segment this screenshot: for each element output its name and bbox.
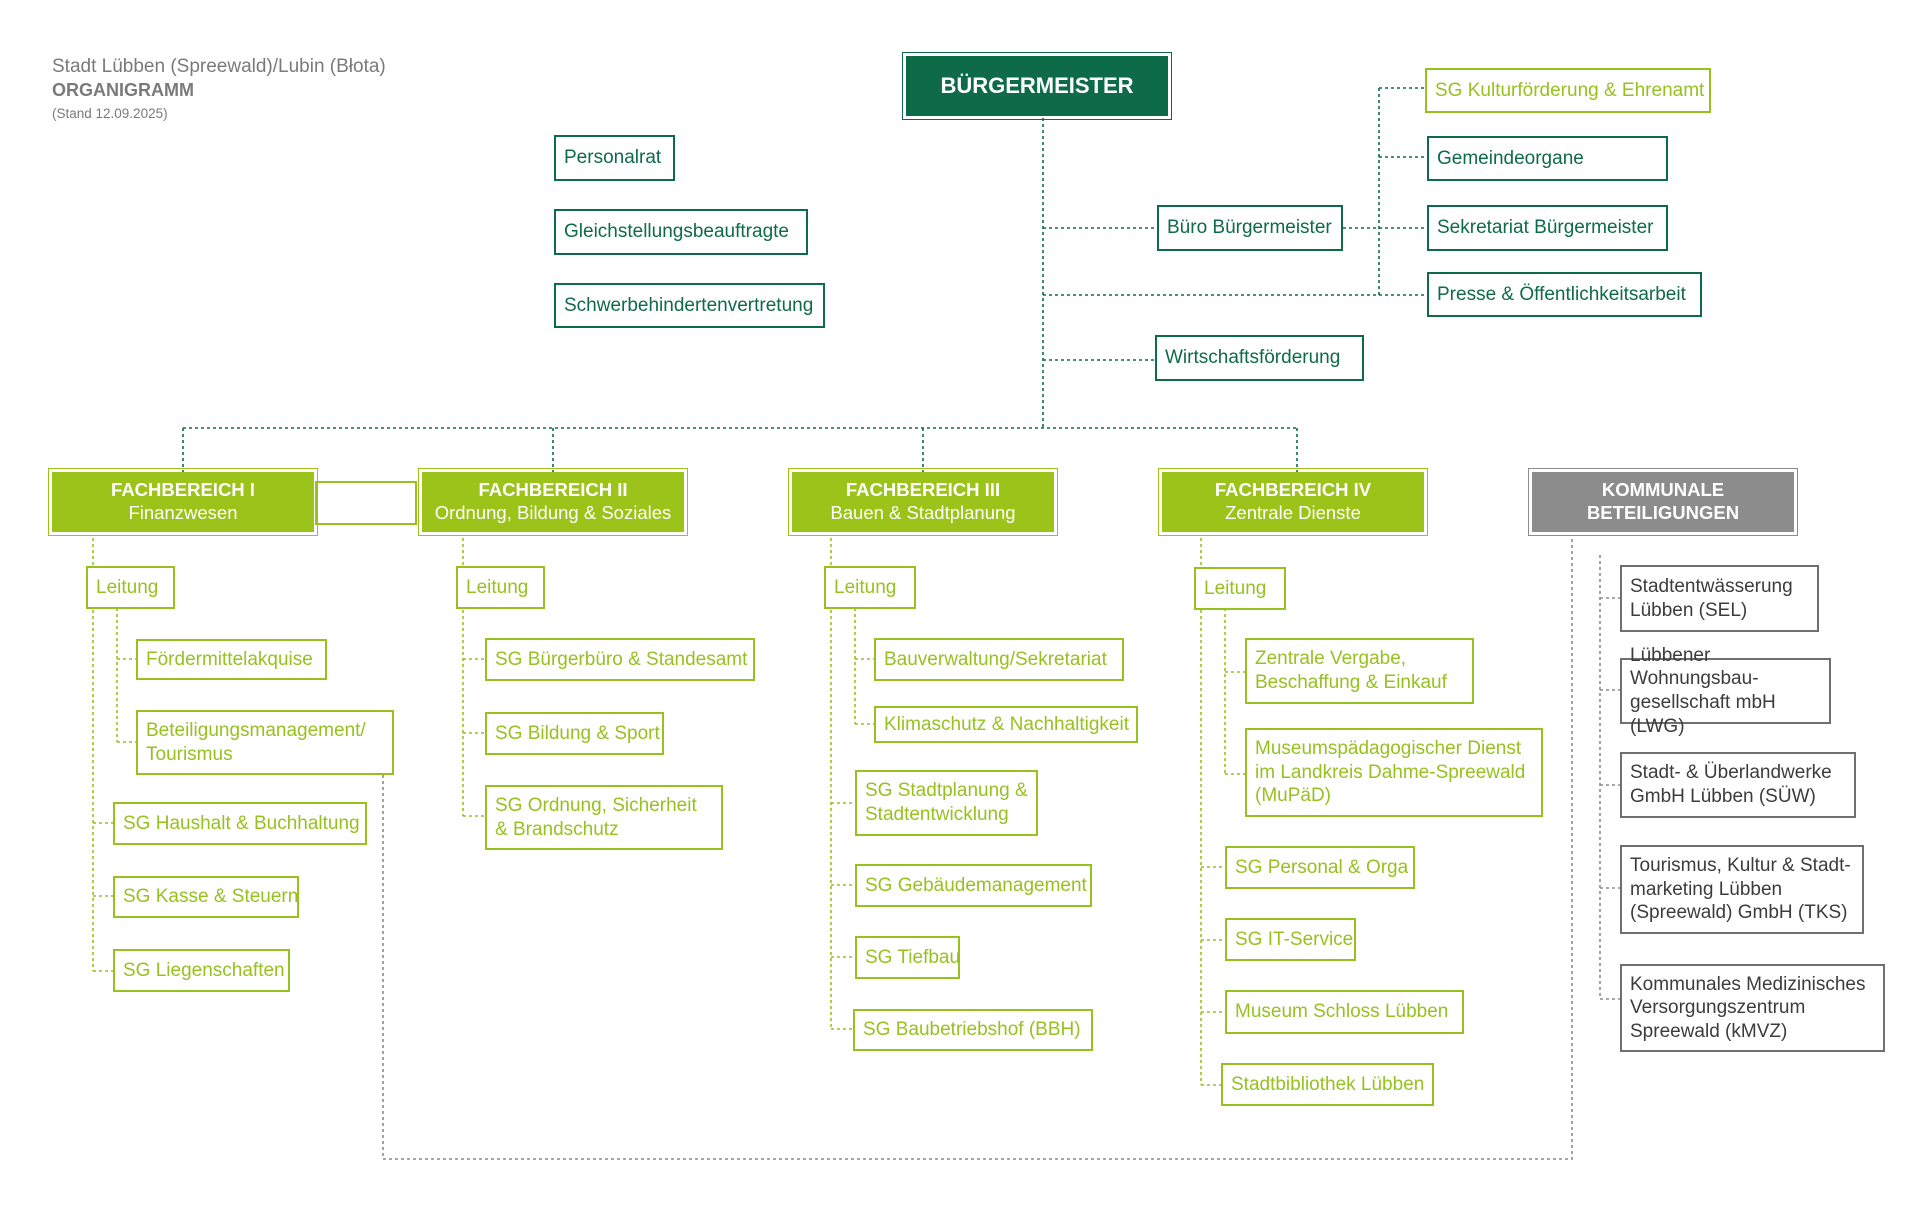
kommunale-beteiligungen-header: KOMMUNALE BETEILIGUNGEN — [1528, 468, 1798, 536]
fachbereich-4-subtitle: Zentrale Dienste — [1225, 502, 1361, 523]
fb1-unit-beteiligungsmanagement: Beteiligungsmanagement/ Tourismus — [136, 710, 394, 775]
fachbereich-3-title: FACHBEREICH III — [845, 479, 1001, 501]
fb3-unit-stadtplanung: SG Stadtplanung & Stadtentwicklung — [855, 770, 1038, 836]
fb4-unit-museum: Museum Schloss Lübben — [1225, 990, 1464, 1034]
chart-title: ORGANIGRAMM — [52, 80, 194, 100]
sekretariat-box: Sekretariat Bürgermeister — [1427, 205, 1668, 251]
gleichstellung-box: Gleichstellungsbeauftragte — [554, 209, 808, 255]
presse-box: Presse & Öffentlichkeitsarbeit — [1427, 272, 1702, 317]
fachbereich-1-subtitle: Finanzwesen — [128, 502, 238, 523]
fb4-unit-stadtbibliothek: Stadtbibliothek Lübben — [1221, 1063, 1434, 1106]
fb1-leitung: Leitung — [86, 566, 175, 609]
fb-bridge — [315, 481, 417, 525]
fachbereich-3-header: FACHBEREICH III Bauen & Stadtplanung — [788, 468, 1058, 536]
fb2-unit-bildung: SG Bildung & Sport — [485, 712, 664, 755]
date-stamp: (Stand 12.09.2025) — [52, 106, 168, 121]
fachbereich-2-title: FACHBEREICH II — [478, 479, 628, 501]
fachbereich-2-subtitle: Ordnung, Bildung & Soziales — [434, 502, 672, 523]
fb4-unit-personal: SG Personal & Orga — [1225, 846, 1415, 889]
fb1-unit-liegenschaften: SG Liegenschaften — [113, 949, 290, 992]
kb-unit-lwg: Lübbener Wohnungsbau-gesellschaft mbH (L… — [1620, 645, 1831, 737]
mayor-box: BÜRGERMEISTER — [902, 52, 1172, 120]
fb4-unit-vergabe: Zentrale Vergabe, Beschaffung & Einkauf — [1245, 638, 1474, 704]
fb2-unit-ordnung: SG Ordnung, Sicherheit & Brandschutz — [485, 785, 723, 850]
buero-box: Büro Bürgermeister — [1157, 205, 1343, 251]
wirtschaft-box: Wirtschaftsförderung — [1155, 335, 1364, 381]
fb2-unit-buergerbuero: SG Bürgerbüro & Standesamt — [485, 638, 755, 681]
fb1-unit-kasse: SG Kasse & Steuern — [113, 876, 299, 918]
fachbereich-4-title: FACHBEREICH IV — [1214, 479, 1372, 501]
kb-unit-suew: Stadt- & Überlandwerke GmbH Lübben (SÜW) — [1620, 752, 1856, 818]
fb2-leitung: Leitung — [456, 566, 545, 609]
fb3-unit-bauverwaltung: Bauverwaltung/Sekretariat — [874, 638, 1124, 681]
schwerbehinderten-box: Schwerbehindertenvertretung — [554, 283, 825, 328]
fb4-unit-it-service: SG IT-Service — [1225, 918, 1356, 961]
fachbereich-3-subtitle: Bauen & Stadtplanung — [830, 502, 1016, 523]
fb4-leitung: Leitung — [1194, 567, 1286, 610]
fb3-unit-baubetriebshof: SG Baubetriebshof (BBH) — [853, 1009, 1093, 1051]
personalrat-box: Personalrat — [554, 135, 675, 181]
kb-unit-kmvz: Kommunales Medizinisches Versorgungszent… — [1620, 964, 1885, 1052]
kultur-box: SG Kulturförderung & Ehrenamt — [1425, 68, 1711, 113]
fb3-unit-gebaeudemanagement: SG Gebäudemanagement — [855, 864, 1092, 907]
city-name: Stadt Lübben (Spreewald)/Lubin (Błota) — [52, 56, 386, 77]
fachbereich-2-header: FACHBEREICH II Ordnung, Bildung & Sozial… — [418, 468, 688, 536]
fb3-unit-klimaschutz: Klimaschutz & Nachhaltigkeit — [874, 706, 1138, 743]
gemeindeorgane-box: Gemeindeorgane — [1427, 136, 1668, 181]
fb1-unit-foerdermittel: Fördermittelakquise — [136, 639, 327, 680]
kommunale-beteiligungen-title: KOMMUNALE BETEILIGUNGEN — [1586, 479, 1740, 523]
kb-unit-tks: Tourismus, Kultur & Stadt-marketing Lübb… — [1620, 845, 1864, 934]
fachbereich-4-header: FACHBEREICH IV Zentrale Dienste — [1158, 468, 1428, 536]
fb3-unit-tiefbau: SG Tiefbau — [855, 936, 960, 979]
fachbereich-1-header: FACHBEREICH I Finanzwesen — [48, 468, 318, 536]
fb3-leitung: Leitung — [824, 566, 916, 609]
kb-unit-sel: Stadtentwässerung Lübben (SEL) — [1620, 565, 1819, 632]
fachbereich-1-title: FACHBEREICH I — [111, 479, 255, 501]
fb4-unit-mupaed: Museumspädagogischer Dienst im Landkreis… — [1245, 728, 1543, 817]
fb1-unit-haushalt: SG Haushalt & Buchhaltung — [113, 802, 367, 845]
